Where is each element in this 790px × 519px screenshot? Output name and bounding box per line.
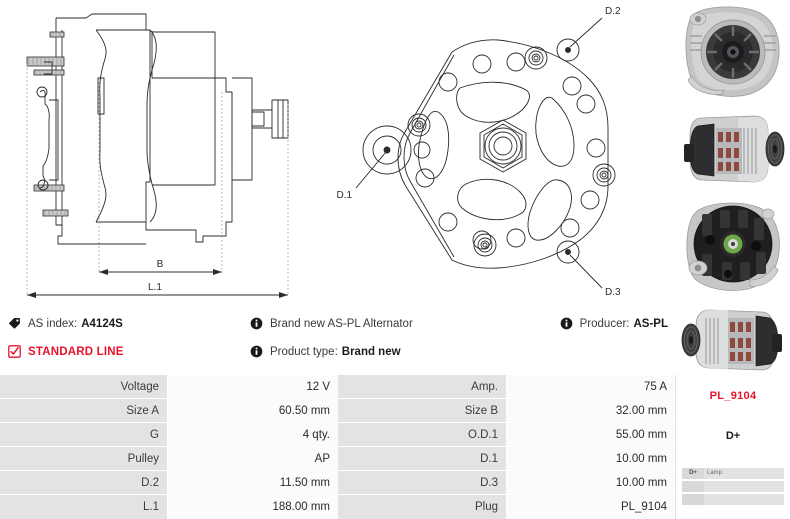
product-type-label: Product type: (270, 345, 338, 358)
spec-value: 32.00 mm (507, 399, 676, 423)
spec-key: Size B (339, 399, 507, 423)
brand-new-text: Brand new AS-PL Alternator (270, 317, 413, 330)
pin-desc: Lamp (704, 468, 784, 479)
table-row: Voltage 12 V Amp. 75 A (0, 375, 676, 399)
spec-key: Amp. (339, 375, 507, 399)
d-plus-label: D+ (725, 430, 741, 442)
spec-value: PL_9104 (507, 495, 676, 519)
spec-value: 188.00 mm (168, 495, 339, 519)
spec-key: L.1 (0, 495, 168, 519)
table-row: D.2 11.50 mm D.3 10.00 mm (0, 471, 676, 495)
spec-key: Voltage (0, 375, 168, 399)
product-photo-front[interactable] (676, 2, 790, 100)
spec-value: 4 qty. (168, 423, 339, 447)
product-type-info: Product type: Brand new (250, 345, 401, 358)
producer-info: Producer: AS-PL (560, 317, 668, 330)
pin-key (682, 481, 704, 492)
table-row: L.1 188.00 mm Plug PL_9104 (0, 495, 676, 519)
as-index-value: A4124S (81, 317, 123, 330)
plug-code-label: PL_9104 (709, 390, 757, 402)
brand-new-info: Brand new AS-PL Alternator (250, 317, 417, 330)
spec-key: D.1 (339, 447, 507, 471)
dimension-label-l1: L.1 (148, 282, 162, 293)
spec-value: 10.00 mm (507, 447, 676, 471)
dimension-label-b: B (157, 259, 164, 270)
table-row: G 4 qty. O.D.1 55.00 mm (0, 423, 676, 447)
spec-value: 12 V (168, 375, 339, 399)
standard-line-text: STANDARD LINE (28, 345, 124, 358)
callout-label-d2: D.2 (605, 6, 621, 17)
spec-key: Size A (0, 399, 168, 423)
product-photo-side-right[interactable] (676, 102, 790, 194)
spec-value: 60.50 mm (168, 399, 339, 423)
pin-desc (704, 494, 784, 505)
product-type-value: Brand new (341, 345, 401, 358)
pin-row (682, 481, 784, 492)
info-circle-icon (560, 317, 573, 330)
info-circle-icon (250, 345, 263, 358)
spec-value: 11.50 mm (168, 471, 339, 495)
producer-value: AS-PL (633, 317, 669, 330)
spec-key: Pulley (0, 447, 168, 471)
spec-key: D.3 (339, 471, 507, 495)
checked-checkbox-icon (8, 345, 21, 358)
pin-row: D+ Lamp (682, 468, 784, 479)
pin-desc (704, 481, 784, 492)
specifications-table: Voltage 12 V Amp. 75 A Size A 60.50 mm S… (0, 375, 676, 519)
spec-value: 55.00 mm (507, 423, 676, 447)
product-photo-side-left[interactable] (676, 296, 790, 384)
callout-label-d1: D.1 (336, 190, 352, 201)
alternator-side-view-drawing: B L.1 (26, 13, 289, 298)
as-index-label: AS index: (28, 317, 78, 330)
product-photo-column: PL_9104 D+ D+ Lamp (676, 0, 790, 519)
spec-value: AP (168, 447, 339, 471)
info-circle-icon (250, 317, 263, 330)
spec-key: Plug (339, 495, 507, 519)
callout-label-d3: D.3 (605, 287, 621, 298)
standard-line-badge: STANDARD LINE (8, 345, 124, 358)
pin-key: D+ (682, 468, 704, 479)
spec-key: D.2 (0, 471, 168, 495)
spec-key: G (0, 423, 168, 447)
table-row: Size A 60.50 mm Size B 32.00 mm (0, 399, 676, 423)
technical-drawings-area: B L.1 (26, 6, 621, 298)
product-info-row: AS index: A4124S STANDARD LINE Brand new (0, 305, 676, 375)
alternator-front-view-drawing: D.2 D.1 D.3 (336, 6, 621, 298)
pin-legend-table: D+ Lamp (682, 466, 784, 507)
pin-row (682, 494, 784, 505)
producer-label: Producer: (579, 317, 630, 330)
tag-icon (8, 317, 21, 330)
product-photo-rear[interactable] (676, 196, 790, 294)
spec-key: O.D.1 (339, 423, 507, 447)
table-row: Pulley AP D.1 10.00 mm (0, 447, 676, 471)
spec-value: 75 A (507, 375, 676, 399)
as-index-info: AS index: A4124S (8, 317, 123, 330)
spec-value: 10.00 mm (507, 471, 676, 495)
pin-key (682, 494, 704, 505)
